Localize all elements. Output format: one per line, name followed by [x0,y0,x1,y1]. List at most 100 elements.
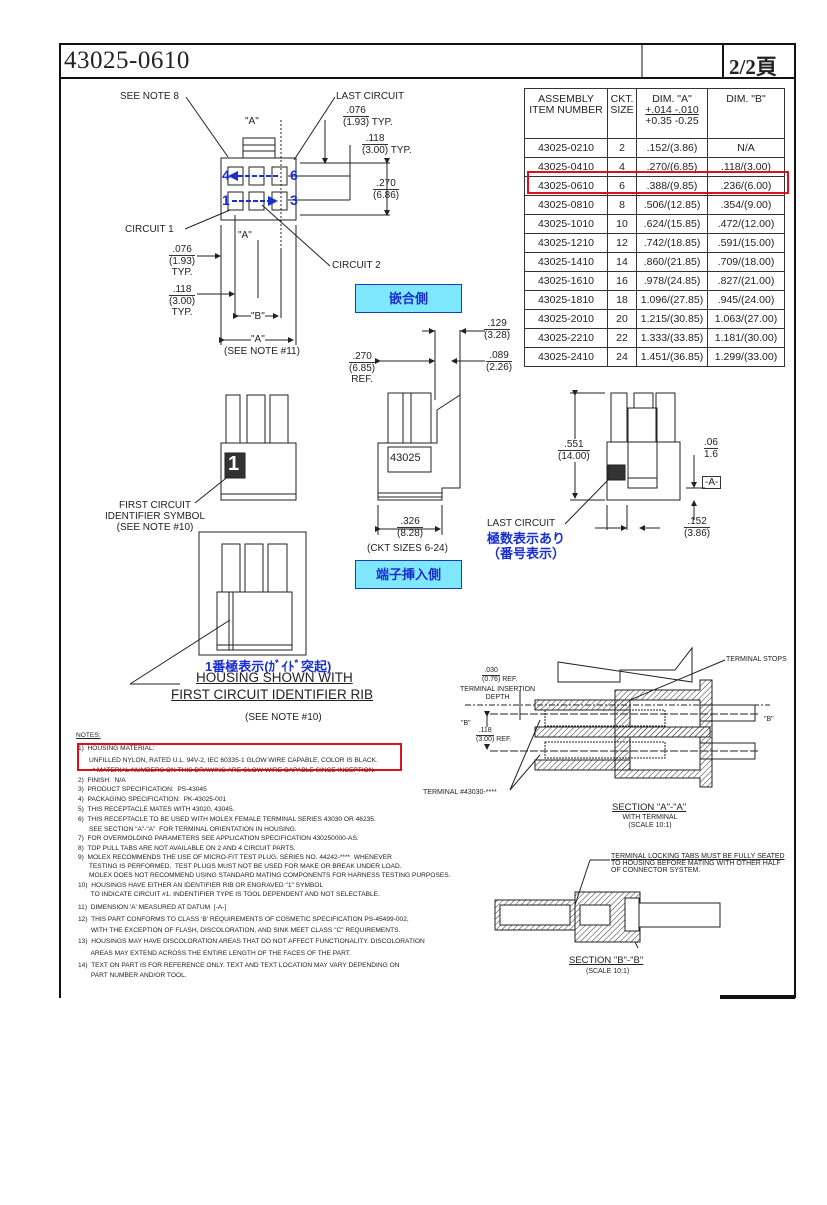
header-assembly-item: ASSEMBLY ITEM NUMBER [524,88,608,139]
cell-ckt: 14 [607,252,637,272]
b-mark-left: "B" [461,720,471,727]
dim-118-top: .118(3.00) TYP. [362,133,412,156]
dim-118-section: .118(3.00) REF. [476,727,512,744]
cell-b: 1.063/(27.00) [707,309,785,329]
cell-a: .624/(15.85) [636,214,708,234]
cell-a: .506/(12.85) [636,195,708,215]
note-line: 10) HOUSINGS HAVE EITHER AN IDENTIFIER R… [78,882,324,889]
section-a-subtitle: WITH TERMINAL(SCALE 10:1) [622,814,678,829]
dim-551: .551(14.00) [558,439,590,462]
cell-b: .827/(21.00) [707,271,785,291]
note-line: 14) TEXT ON PART IS FOR REFERENCE ONLY. … [78,962,400,969]
dim-118-left: .118(3.00)TYP. [169,284,196,318]
a-mark-mid: "A" [238,230,252,241]
dim-030: .030(0.76) REF. [482,667,518,683]
cell-a: .860/(21.85) [636,252,708,272]
dim-270-ref: .270(6.85)REF. [349,351,376,385]
pin-label-4: 4 [222,167,230,183]
last-circuit-rear-label: LAST CIRCUIT [487,518,556,529]
a-mark-bottom: "A" [251,334,265,345]
cell-ckt: 24 [607,347,637,367]
cell-ckt: 20 [607,309,637,329]
datum-a-box: -A- [702,476,722,489]
table-header-row: ASSEMBLY ITEM NUMBER CKT. SIZE DIM. "A" … [524,88,785,139]
rib-title-line2: FIRST CIRCUIT IDENTIFIER RIB [171,687,374,702]
cell-a: 1.096/(27.85) [636,290,708,310]
section-a-a [465,646,770,791]
cell-item: 43025-2410 [524,347,608,367]
cell-b: .591/(15.00) [707,233,785,253]
note-line: 4) PACKAGING SPECIFICATION: PK-43025-001 [78,796,227,803]
selected-row-highlight [527,171,789,194]
dim-a-label: DIM. "A" [652,93,692,105]
see-note-11-label: (SEE NOTE #11) [224,346,300,357]
cell-ckt: 10 [607,214,637,234]
note-line: TESTING IS PERFORMED. TEST PLUGS MUST NO… [78,863,402,870]
cell-b: 1.181/(30.00) [707,328,785,348]
dim-270-height: .270(6.86) [373,178,400,201]
last-circuit-label: LAST CIRCUIT [336,91,405,102]
note-line: 1) HOUSING MATERIAL: [78,745,155,752]
note-line: 11) DIMENSION 'A' MEASURED AT DATUM [-A-… [78,904,227,911]
note-line: 12) THIS PART CONFORMS TO CLASS 'B' REQU… [78,916,409,923]
drawing-title: 43025-0610 [64,47,190,74]
dim-a-tol-mm: +0.35 -0.25 [645,115,699,127]
note-line: 13) HOUSINGS MAY HAVE DISCOLORATION AREA… [78,938,425,945]
note-line: AREAS MAY EXTEND ACROSS THE ENTIRE LENGT… [78,950,351,957]
a-mark-top: "A" [245,116,259,127]
pole-marking-label: 極数表示あり [487,531,566,546]
section-b-title: SECTION "B"-"B" [569,955,644,966]
cell-b: .236/(6.00) [707,176,785,196]
terminal-part-label: TERMINAL #43030-**** [423,789,497,796]
note-line: UNFILLED NYLON, RATED U.L. 94V-2, IEC 60… [78,757,378,764]
terminal-side-label: 端子挿入側 [355,560,462,589]
first-circuit-symbol: 1 [228,453,240,475]
mating-side-label: 嵌合側 [355,284,462,313]
b-mark: "B" [251,311,265,322]
locking-tabs-note: TERMINAL LOCKING TABS MUST BE FULLY SEAT… [611,853,785,874]
cell-b: .354/(9.00) [707,195,785,215]
cell-item: 43025-0810 [524,195,608,215]
material-note-highlight [77,743,402,771]
note-line: 8) TOP PULL TABS ARE NOT AVAILABLE ON 2 … [78,845,296,852]
page-number: 2/2頁 [729,55,777,79]
dim-076-left: .076(1.93)TYP. [169,244,196,278]
circuit-1-label: CIRCUIT 1 [125,224,174,235]
dim-076-top: .076(1.93) TYP. [343,105,393,128]
cell-b: .709/(18.00) [707,252,785,272]
note-line: MOLEX DOES NOT RECOMMEND USING STANDARD … [78,872,451,879]
cell-b: N/A [707,138,785,158]
part-number-marking: 43025 [390,452,421,464]
ckt-sizes-label: (CKT SIZES 6-24) [367,543,448,554]
cell-ckt: 22 [607,328,637,348]
note-line: 7) FOR OVERMOLDING PARAMETERS SEE APPLIC… [78,835,359,842]
cell-ckt: 8 [607,195,637,215]
cell-item: 43025-1810 [524,290,608,310]
header-dim-a: DIM. "A" +.014 -.010 +0.35 -0.25 [636,88,708,139]
note-line: 6) THIS RECEPTACLE TO BE USED WITH MOLEX… [78,816,376,823]
cell-item: 43025-1210 [524,233,608,253]
cell-item: 43025-1010 [524,214,608,234]
notes-heading: NOTES: [76,732,101,739]
cell-ckt: 2 [607,138,637,158]
iso-view [129,394,307,685]
cell-a: 1.451/(36.85) [636,347,708,367]
b-mark-right: "B" [764,716,774,723]
dim-129: .129(3.28) [484,318,511,341]
note-line: PART NUMBER AND/OR TOOL. [78,972,187,979]
section-a-title: SECTION "A"-"A" [612,802,687,813]
cell-a: .978/(24.85) [636,271,708,291]
cell-a: 1.333/(33.85) [636,328,708,348]
see-note-8-label: SEE NOTE 8 [120,91,179,102]
section-b-b [494,859,721,949]
dim-326: .326(8.28) [397,516,424,539]
